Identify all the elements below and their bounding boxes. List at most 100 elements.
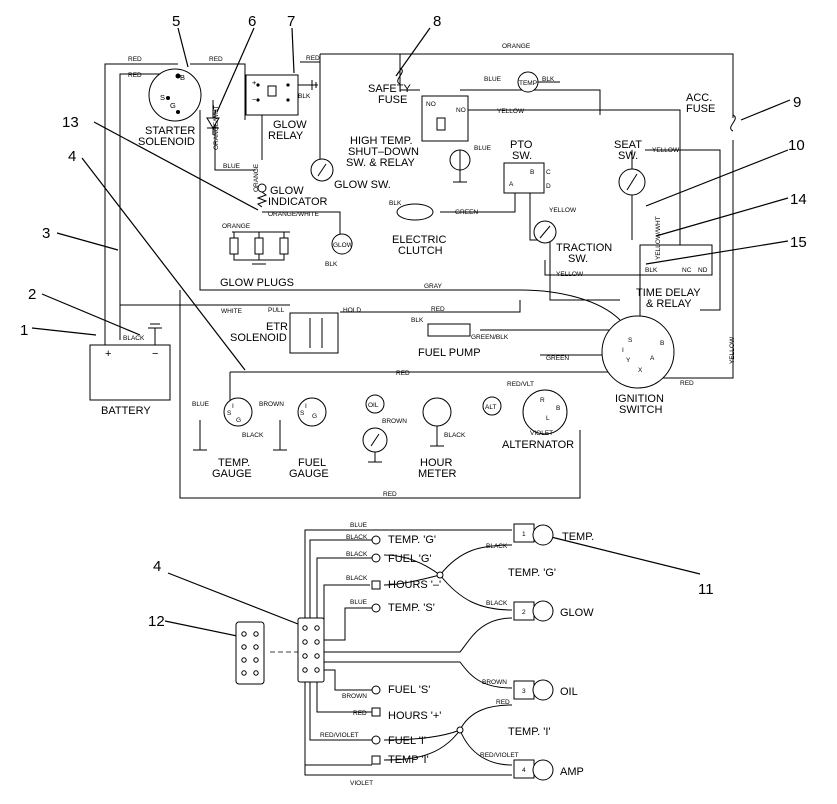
glow-switch: GLOW SW. xyxy=(310,158,391,191)
conn-temp-g-group: TEMP. 'G' xyxy=(508,567,556,579)
fuel-gauge-s: S xyxy=(300,410,305,417)
glow-indicator-label-1: GLOW xyxy=(270,185,304,197)
wl-orange-top: ORANGE xyxy=(502,43,531,50)
wl-green-clutch: GREEN xyxy=(455,209,478,216)
conn-wl-brown-2: BROWN xyxy=(342,693,367,700)
wl-orange-wht: ORANGE/WHT xyxy=(213,105,220,150)
conn-wl-black-2: BLACK xyxy=(346,551,368,558)
time-delay-relay: BLK NC ND TIME DELAY & RELAY xyxy=(636,244,713,310)
pto-label-1: PTO xyxy=(510,139,533,151)
ign-i: I xyxy=(622,347,624,354)
wl-yellow-pto: YELLOW xyxy=(549,207,577,214)
time-delay-label-2: & RELAY xyxy=(646,298,692,310)
wl-red-2: RED xyxy=(128,72,142,79)
high-temp-label-3: SW. & RELAY xyxy=(346,157,416,169)
clutch-label-2: CLUTCH xyxy=(398,245,443,257)
alternator-label: ALTERNATOR xyxy=(502,439,574,451)
callout-2: 2 xyxy=(28,286,36,303)
wl-brown-oil: BROWN xyxy=(382,418,407,425)
acc-fuse: ACC. FUSE xyxy=(686,92,736,132)
fuel-pump-label: FUEL PUMP xyxy=(418,347,481,359)
battery-minus: − xyxy=(152,348,158,360)
ignition-switch: S I Y A B X IGNITION SWITCH xyxy=(601,315,675,416)
wl-white: WHITE xyxy=(221,308,243,315)
wl-red-bottom: RED xyxy=(383,491,397,498)
wl-gray: GRAY xyxy=(424,283,443,290)
callout-numbers: 1 2 3 4 5 6 7 8 9 10 11 12 13 14 15 4 xyxy=(20,13,807,630)
main-wire-labels: RED RED RED RED ORANGE BLUE BLK YELLOW B… xyxy=(128,43,736,498)
hour-meter-label-1: HOUR xyxy=(420,457,452,469)
wl-yellow-seat: YELLOW xyxy=(652,147,680,154)
starter-terminal-s: S xyxy=(160,93,165,102)
conn-wl-blue-2: BLUE xyxy=(350,599,368,606)
wl-red-right: RED xyxy=(680,380,694,387)
conn-wl-blue-1: BLUE xyxy=(350,522,368,529)
seat-label-2: SW. xyxy=(618,150,638,162)
oil-lamp-label: OIL xyxy=(368,402,379,409)
conn-wl-brown-1: BROWN xyxy=(482,679,507,686)
conn-wl-black-4: BLACK xyxy=(486,543,508,550)
conn-hours-minus: HOURS '–' xyxy=(388,579,441,591)
wl-brown-gauge: BROWN xyxy=(259,401,284,408)
pto-c: C xyxy=(546,169,551,176)
conn-wl-red-2: RED xyxy=(353,710,367,717)
temp-gauge: I S G TEMP. GAUGE xyxy=(193,397,253,480)
temp-lamp-label: TEMP xyxy=(519,80,537,87)
high-temp-no-2: NO xyxy=(456,107,466,114)
glow-switch-label: GLOW SW. xyxy=(334,179,391,191)
pin-4: 4 xyxy=(522,767,526,774)
glow-plugs: GLOW PLUGS xyxy=(220,231,294,289)
glow-lamp: GLOW BLK xyxy=(325,233,354,268)
conn-wl-black-3: BLACK xyxy=(346,575,368,582)
callout-4-connector: 4 xyxy=(153,558,161,575)
wl-red-hold: RED xyxy=(431,306,445,313)
conn-temp-i: TEMP 'I' xyxy=(388,754,429,766)
starter-terminal-b: B xyxy=(180,73,185,82)
ignition-label-2: SWITCH xyxy=(619,404,662,416)
time-delay-nc: NC xyxy=(682,267,692,274)
callout-3: 3 xyxy=(42,225,50,242)
pto-label-2: SW. xyxy=(512,150,532,162)
conn-hours-plus: HOURS '+' xyxy=(388,710,441,722)
callout-4: 4 xyxy=(68,148,76,165)
connector-detail: TEMP. 'G' FUEL 'G' HOURS '–' TEMP. 'S' F… xyxy=(164,522,701,787)
glow-lamp-blk: BLK xyxy=(325,261,338,268)
wl-red-3: RED xyxy=(209,56,223,63)
alt-r: R xyxy=(540,397,545,404)
wl-black-hour: BLACK xyxy=(444,432,466,439)
glow-relay-minus: − xyxy=(252,95,257,104)
ign-s: S xyxy=(628,337,633,344)
conn-temp-g: TEMP. 'G' xyxy=(388,534,436,546)
wl-yellow-top: YELLOW xyxy=(497,108,525,115)
alt-b: B xyxy=(556,405,560,412)
ignition-label-1: IGNITION xyxy=(615,393,664,405)
lamp-temp-label: TEMP. xyxy=(562,531,594,543)
temp-lamp: TEMP xyxy=(517,71,560,93)
wl-black-gauge: BLACK xyxy=(242,432,264,439)
ign-y: Y xyxy=(626,357,631,364)
pin-3: 3 xyxy=(522,688,526,695)
wl-blk-pump: BLK xyxy=(411,317,424,324)
glow-relay-label-2: RELAY xyxy=(268,130,304,142)
high-temp-label-1: HIGH TEMP. xyxy=(350,135,413,147)
alternator: ALT R B L ALTERNATOR xyxy=(482,389,574,451)
wl-red-1: RED xyxy=(128,56,142,63)
lamp-oil-label: OIL xyxy=(560,686,578,698)
callout-11: 11 xyxy=(698,581,714,598)
temp-gauge-label-1: TEMP. xyxy=(218,457,250,469)
glow-lamp-label: GLOW xyxy=(333,242,354,249)
callout-14: 14 xyxy=(790,191,807,208)
ign-a: A xyxy=(650,355,655,362)
safety-fuse: SAFETY FUSE xyxy=(368,67,411,106)
safety-fuse-label-2: FUSE xyxy=(378,94,407,106)
time-delay-nd: ND xyxy=(698,267,708,274)
callout-10: 10 xyxy=(788,137,805,154)
conn-wl-black-1: BLACK xyxy=(346,534,368,541)
glow-relay-blk: BLK xyxy=(298,93,311,100)
time-delay-label-1: TIME DELAY xyxy=(636,287,701,299)
oil-pressure: OIL xyxy=(362,394,388,463)
temp-gauge-i: I xyxy=(232,403,234,410)
conn-wl-violet: VIOLET xyxy=(350,780,373,787)
